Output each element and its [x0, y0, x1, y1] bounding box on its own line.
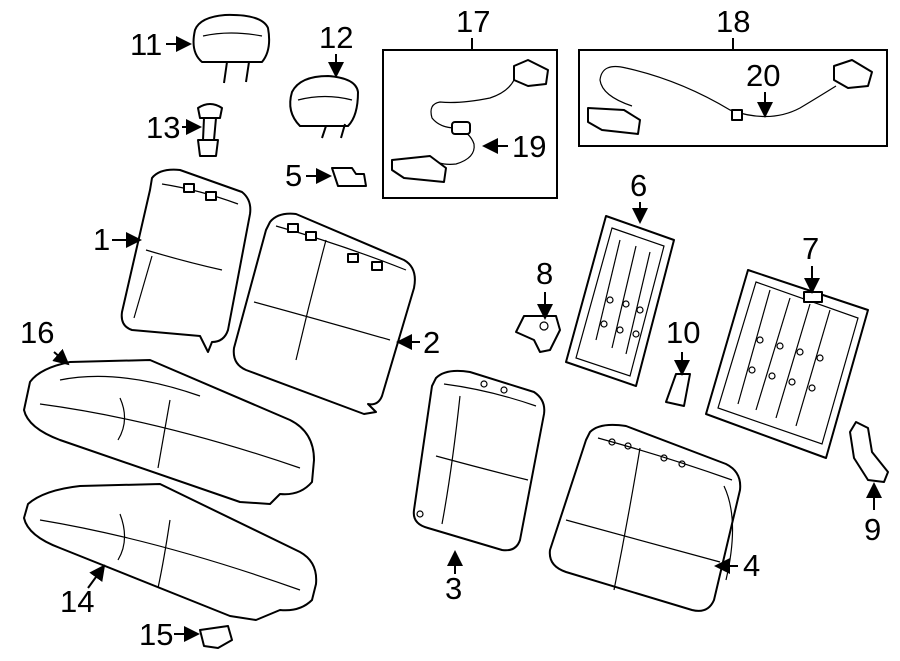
seat-back-2	[232, 212, 416, 415]
bracket-8	[515, 315, 561, 353]
seat-cushion-frame-14	[23, 483, 318, 621]
seat-back-cover-4	[548, 423, 742, 612]
callout-8: 8	[536, 256, 553, 291]
group-box-17	[382, 49, 558, 199]
callout-5: 5	[285, 158, 302, 193]
callout-16: 16	[20, 315, 54, 350]
trim-9	[849, 421, 889, 483]
callout-18: 18	[716, 4, 750, 39]
seat-back-1	[120, 168, 252, 353]
headrest-11	[192, 13, 271, 84]
leader-14	[87, 564, 106, 589]
callout-15: 15	[139, 617, 173, 652]
callout-9: 9	[864, 512, 881, 547]
callout-17: 17	[456, 4, 490, 39]
seat-cushion-16	[23, 359, 315, 505]
callout-20: 20	[746, 58, 780, 93]
callout-7: 7	[802, 231, 819, 266]
callout-6: 6	[630, 168, 647, 203]
bracket-10	[665, 373, 691, 407]
callout-4: 4	[743, 548, 760, 583]
headrest-12	[289, 75, 359, 139]
grommet-15	[199, 625, 233, 649]
wire-harness-20	[587, 59, 873, 135]
callout-11: 11	[130, 27, 162, 62]
callout-10: 10	[666, 315, 700, 350]
wire-harness-19	[391, 59, 549, 183]
callout-13: 13	[146, 110, 180, 145]
seat-back-frame-6	[565, 215, 675, 387]
seat-back-frame-7	[705, 269, 869, 459]
callout-19: 19	[512, 129, 546, 164]
callout-3: 3	[445, 571, 462, 606]
callout-12: 12	[319, 20, 353, 55]
callout-14: 14	[60, 584, 94, 619]
seat-back-cover-3	[412, 369, 546, 552]
callout-1: 1	[93, 222, 110, 257]
leader-16	[52, 348, 70, 366]
headrest-guide-13	[197, 103, 223, 157]
clip-5	[331, 167, 367, 187]
callout-2: 2	[423, 325, 440, 360]
